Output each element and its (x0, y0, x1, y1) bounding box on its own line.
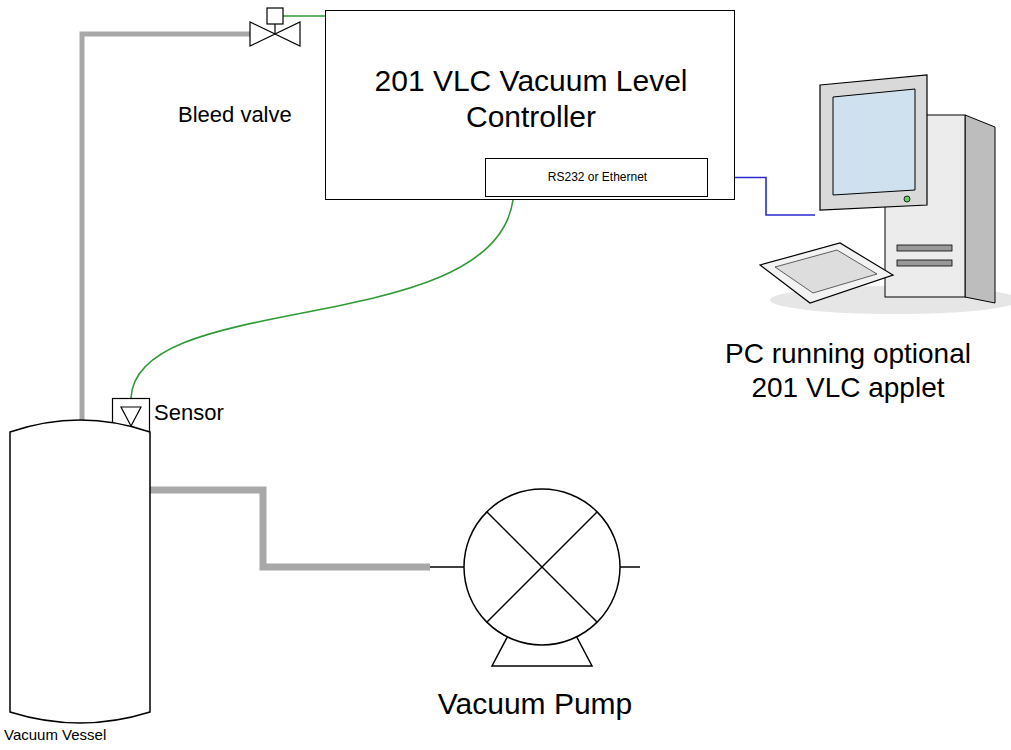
label-holder: Bleed valve (178, 102, 328, 128)
tower-side (965, 115, 995, 303)
sensor-triangle (121, 407, 141, 426)
label-holder: Vacuum Vessel (4, 726, 174, 744)
pc-icon: PC running optional 201 VLC applet (815, 75, 1000, 310)
signal-wire (131, 200, 513, 398)
pump-cross (487, 512, 597, 622)
node-label: 201 VLC Vacuum Level Controller (341, 63, 721, 135)
label-holder: PC running optional 201 VLC applet (698, 337, 998, 404)
monitor-screen (833, 89, 915, 195)
signal-wire (283, 15, 325, 17)
vacuum-pipe (150, 490, 430, 567)
label-holder: Sensor (154, 400, 244, 426)
vacuum-pipe (82, 34, 250, 420)
label-holder: 201 VLC Vacuum Level Controller (341, 63, 721, 135)
valve-outline (250, 8, 300, 48)
node-label: PC running optional 201 VLC applet (698, 337, 998, 404)
interface-box: RS232 or Ethernet (485, 158, 708, 197)
pump-housing (464, 489, 620, 645)
vacuum-pump: Vacuum Pump (430, 488, 640, 672)
keyboard-keys (775, 250, 877, 293)
tower-drive (897, 245, 952, 251)
label-holder: Vacuum Pump (410, 686, 660, 722)
pump-outlet (620, 566, 640, 568)
monitor-case (820, 75, 927, 210)
node-label: Sensor (154, 400, 244, 426)
node-label: Vacuum Vessel (4, 726, 174, 744)
valve-actuator (267, 8, 283, 24)
node-label: Bleed valve (178, 102, 328, 128)
pump-outline (430, 488, 640, 672)
power-led (904, 196, 910, 202)
valve-body (275, 22, 300, 46)
vacuum-vessel: Vacuum Vessel (10, 420, 150, 722)
vessel-outline (10, 420, 150, 723)
vessel-outline (10, 420, 150, 722)
pc-outline (815, 75, 1000, 310)
node-label: Vacuum Pump (410, 686, 660, 722)
pump-inlet (430, 566, 464, 568)
pump-cross (487, 512, 597, 622)
label-holder: RS232 or Ethernet (490, 170, 705, 184)
valve-body (250, 22, 275, 46)
controller-box: 201 VLC Vacuum Level ControllerRS232 or … (325, 10, 735, 200)
bleed-valve: Bleed valve (250, 8, 300, 48)
keyboard (760, 243, 893, 303)
valve-stem (274, 24, 275, 34)
tower-drive (897, 260, 952, 266)
node-label: RS232 or Ethernet (490, 170, 705, 184)
